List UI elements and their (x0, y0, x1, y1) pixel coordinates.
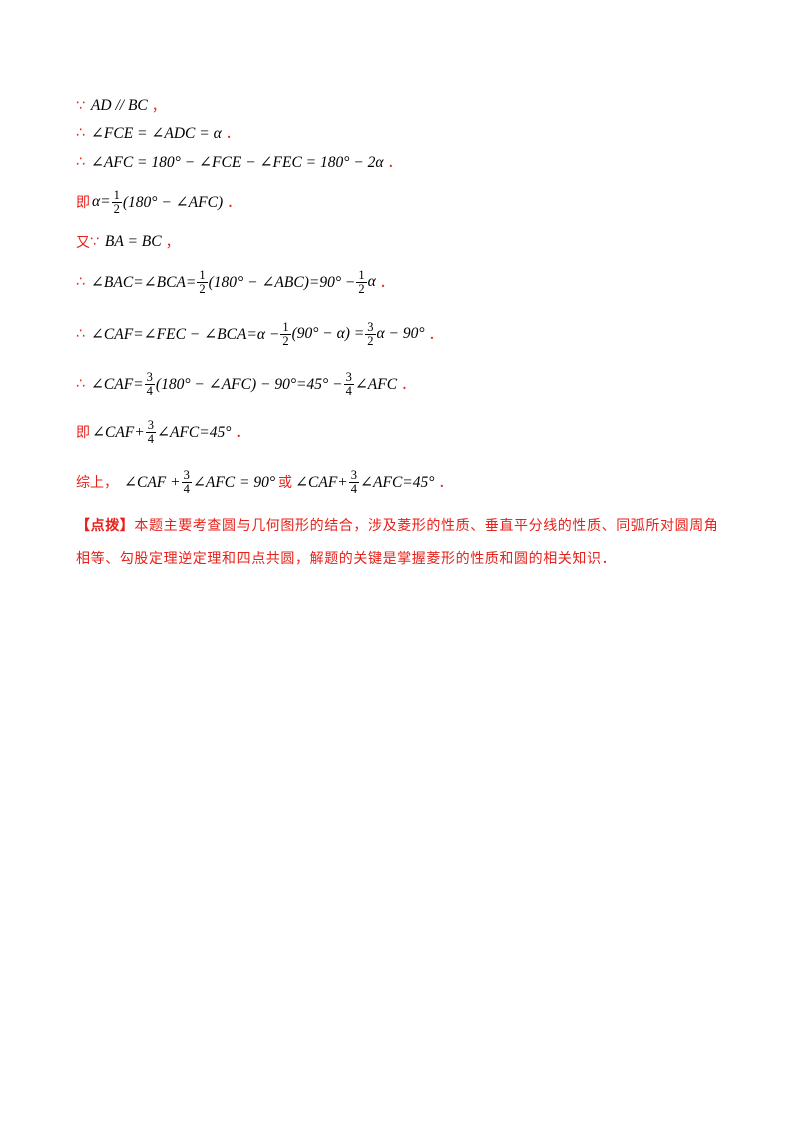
math-expression: ∠CAF= (90, 375, 144, 393)
punctuation: ． (428, 327, 443, 343)
because-symbol: ∵ (76, 98, 85, 114)
math-expression: ∠CAF + (124, 473, 181, 491)
fraction-denominator: 4 (146, 383, 153, 398)
solution-line-4: 即 α= 1 2 (180° − ∠AFC) ． (76, 184, 241, 220)
math-expression: ∠AFC = 90° (192, 473, 276, 491)
fraction-denominator: 4 (147, 431, 154, 446)
math-expression: ∠AFC (354, 375, 398, 393)
solution-line-1: ∵ AD // BC ， (76, 94, 166, 118)
namely-word: 即 (76, 195, 90, 211)
math-expression: (180° − ∠ABC)=90° − (208, 273, 356, 291)
therefore-symbol: ∴ (76, 154, 85, 170)
fraction: 1 2 (111, 187, 122, 216)
math-expression: ∠BAC=∠BCA= (90, 273, 197, 291)
solution-line-5: 又 ∵ BA = BC ， (76, 230, 180, 254)
fraction: 3 4 (181, 467, 192, 496)
fraction: 1 2 (197, 267, 208, 296)
math-expression: ∠CAF+ (92, 423, 145, 441)
hint-paragraph: 【点拨】本题主要考查圆与几何图形的结合，涉及菱形的性质、垂直平分线的性质、同弧所… (76, 510, 728, 576)
solution-line-7: ∴ ∠CAF=∠FEC − ∠BCA=α − 1 2 (90° − α) = 3… (76, 316, 443, 352)
fraction-numerator: 3 (144, 369, 155, 385)
also-word: 又 (76, 235, 90, 251)
hint-tag: 【点拨】 (76, 518, 135, 534)
punctuation: ． (387, 155, 402, 171)
punctuation: ． (438, 475, 453, 491)
fraction-numerator: 1 (280, 319, 291, 335)
solution-line-2: ∴ ∠FCE = ∠ADC = α ． (76, 121, 240, 145)
fraction-denominator: 2 (358, 281, 365, 296)
solution-line-10: 综上， ∠CAF + 3 4 ∠AFC = 90° 或 ∠CAF+ 3 4 ∠A… (76, 464, 452, 500)
solution-line-8: ∴ ∠CAF= 3 4 (180° − ∠AFC) − 90°=45° − 3 … (76, 366, 415, 402)
fraction-numerator: 1 (111, 187, 122, 203)
math-expression: ∠AFC = 180° − ∠FCE − ∠FEC = 180° − 2α (90, 153, 384, 171)
fraction-denominator: 2 (367, 333, 374, 348)
fraction-numerator: 3 (145, 417, 156, 433)
math-expression: α (367, 273, 376, 290)
fraction: 1 2 (280, 319, 291, 348)
math-expression: α= (92, 193, 111, 210)
fraction-numerator: 1 (197, 267, 208, 283)
math-expression: ∠CAF+ (295, 473, 348, 491)
fraction-denominator: 4 (183, 481, 190, 496)
punctuation: ． (235, 425, 250, 441)
fraction-numerator: 3 (365, 319, 376, 335)
fraction-denominator: 2 (282, 333, 289, 348)
therefore-symbol: ∴ (76, 125, 85, 141)
math-expression: BA = BC (104, 233, 162, 250)
math-expression: (90° − α) = (291, 325, 365, 342)
solution-line-6: ∴ ∠BAC=∠BCA= 1 2 (180° − ∠ABC)=90° − 1 2… (76, 264, 394, 300)
fraction-denominator: 2 (113, 201, 120, 216)
fraction: 3 4 (343, 369, 354, 398)
hint-text: 本题主要考查圆与几何图形的结合，涉及菱形的性质、垂直平分线的性质、同弧所对圆周角… (76, 518, 719, 567)
because-symbol: ∵ (90, 234, 99, 250)
fraction-numerator: 1 (356, 267, 367, 283)
punctuation: ， (165, 235, 180, 251)
punctuation: ． (227, 195, 242, 211)
solution-line-9: 即 ∠CAF+ 3 4 ∠AFC=45° ． (76, 414, 249, 450)
math-expression: ∠FCE = ∠ADC = α (90, 124, 222, 142)
punctuation: ， (151, 99, 166, 115)
math-expression: ∠CAF=∠FEC − ∠BCA=α − (90, 325, 280, 343)
math-expression: AD // BC (90, 97, 148, 114)
fraction-denominator: 4 (345, 383, 352, 398)
punctuation: ． (225, 126, 240, 142)
fraction: 3 4 (145, 417, 156, 446)
summary-word: 综上， (76, 475, 118, 491)
punctuation: ． (401, 377, 416, 393)
therefore-symbol: ∴ (76, 326, 85, 342)
or-word: 或 (278, 475, 293, 491)
solution-line-3: ∴ ∠AFC = 180° − ∠FCE − ∠FEC = 180° − 2α … (76, 150, 402, 174)
fraction-numerator: 3 (348, 467, 360, 483)
fraction: 1 2 (356, 267, 367, 296)
therefore-symbol: ∴ (76, 376, 85, 392)
math-expression: (180° − ∠AFC) (122, 193, 224, 211)
punctuation: ． (379, 275, 394, 291)
fraction-denominator: 4 (350, 481, 358, 496)
fraction-denominator: 2 (199, 281, 206, 296)
fraction: 3 4 (144, 369, 155, 398)
math-expression: α − 90° (376, 325, 425, 342)
therefore-symbol: ∴ (76, 274, 85, 290)
fraction-numerator: 3 (343, 369, 354, 385)
fraction: 3 2 (365, 319, 376, 348)
math-expression: (180° − ∠AFC) − 90°=45° − (155, 375, 343, 393)
math-expression: ∠AFC=45° (360, 473, 435, 491)
namely-word: 即 (76, 425, 90, 441)
math-expression: ∠AFC=45° (156, 423, 232, 441)
fraction-numerator: 3 (181, 467, 192, 483)
fraction: 3 4 (348, 467, 360, 496)
